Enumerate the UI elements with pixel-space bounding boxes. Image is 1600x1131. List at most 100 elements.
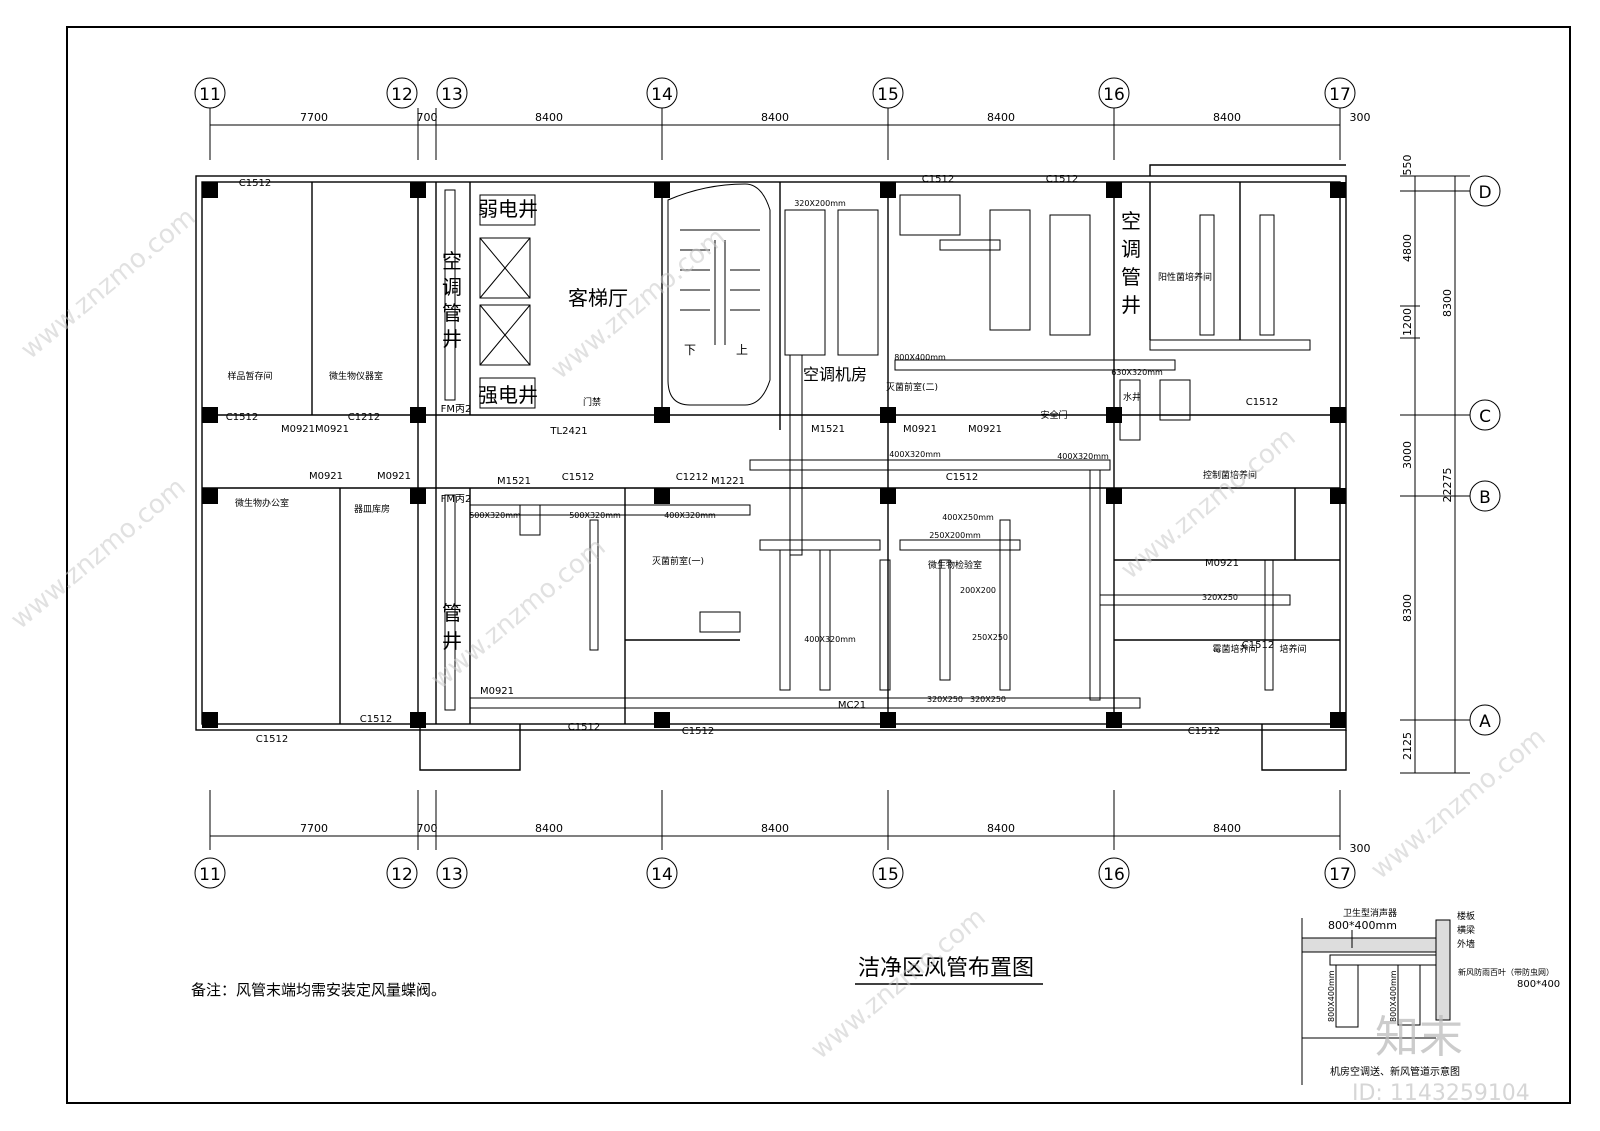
- dim-right-2125: 2125: [1401, 732, 1414, 760]
- axis-label-D: D: [1478, 183, 1491, 203]
- tag-c1512-b: C1512: [922, 174, 954, 185]
- duct-label-1: 800X400mm: [894, 353, 946, 362]
- stair-down: 下: [684, 343, 696, 357]
- tag-mc21: MC21: [838, 700, 866, 711]
- dim-right-22275: 22275: [1441, 468, 1454, 503]
- duct-label-11: 200X200: [960, 586, 996, 595]
- axis-label-17-bottom: 17: [1329, 865, 1351, 885]
- room-strong-shaft: 强电井: [478, 383, 538, 407]
- axis-label-11-top: 11: [199, 85, 221, 105]
- tag-c1512-h: C1512: [360, 714, 392, 725]
- dim-right-3000: 3000: [1401, 441, 1414, 469]
- room-mold: 霉菌培养间: [1212, 643, 1257, 655]
- tag-m1521-b: M1521: [811, 424, 845, 435]
- dim-top-2: 700: [417, 111, 438, 124]
- detail-duct-v1: 800X400mm: [1327, 970, 1336, 1022]
- axis-label-15-top: 15: [877, 85, 899, 105]
- watermarks: www.znzmo.com www.znzmo.com www.znzmo.co…: [5, 202, 1551, 1065]
- room-pipe-shaft-1: 管: [442, 601, 462, 625]
- room-lift-lobby: 客梯厅: [568, 286, 628, 310]
- tag-m1521-a: M1521: [497, 476, 531, 487]
- room-access: 门禁: [583, 396, 601, 408]
- room-ac-shaft-left-4: 井: [442, 327, 462, 351]
- duct-label-8: 320X250: [927, 695, 963, 704]
- tag-m0921-h: M0921: [1205, 558, 1239, 569]
- room-ac-shaft-right-4: 井: [1121, 293, 1141, 317]
- axis-label-13-top: 13: [441, 85, 463, 105]
- detail-silencer-size: 800*400mm: [1328, 919, 1397, 932]
- tag-c1512-c: C1512: [1046, 174, 1078, 185]
- dim-bottom-2: 700: [417, 822, 438, 835]
- tag-fm-b: FM丙2: [441, 494, 472, 505]
- axis-label-12-top: 12: [391, 85, 413, 105]
- axis-label-A: A: [1479, 712, 1491, 732]
- room-ac-shaft-left-2: 调: [442, 275, 462, 299]
- room-media: 器皿库房: [354, 503, 390, 515]
- room-sample: 样品暂存间: [227, 370, 272, 382]
- duct-label-2: 630X320mm: [1111, 368, 1163, 377]
- detail-wall: 外墙: [1457, 938, 1475, 950]
- tag-c1512-m: C1512: [1242, 640, 1274, 651]
- room-positive-lab: 阳性菌培养间: [1158, 271, 1212, 283]
- detail-duct-v2: 800X400mm: [1389, 970, 1398, 1022]
- duct-label-4: 400X320mm: [1057, 452, 1109, 461]
- axis-label-C: C: [1479, 407, 1491, 427]
- duct-label-6: 500X320mm: [469, 511, 521, 520]
- room-safety-door: 安全门: [1040, 409, 1067, 421]
- duct-label-9: 320X250: [970, 695, 1006, 704]
- duct-label-12: 400X250mm: [942, 513, 994, 522]
- elevators-and-stair: [444, 183, 771, 711]
- axis-label-B: B: [1479, 488, 1491, 508]
- dim-top-3: 8400: [535, 111, 563, 124]
- axis-label-11-bottom: 11: [199, 865, 221, 885]
- dim-right-8300b: 8300: [1441, 289, 1454, 317]
- dim-top-6: 8400: [1213, 111, 1241, 124]
- detail-louver: 新风防雨百叶（带防虫网）: [1458, 967, 1554, 977]
- room-water-well: 水井: [1123, 391, 1141, 403]
- room-weak-shaft: 弱电井: [478, 197, 538, 221]
- room-clean-2: 灭菌前室(二): [886, 381, 938, 393]
- tag-m0921-b: M0921: [315, 424, 349, 435]
- tag-m0921-f: M0921: [968, 424, 1002, 435]
- tag-m0921-g: M0921: [480, 686, 514, 697]
- structural-columns: [202, 182, 1346, 728]
- tag-m0921-d: M0921: [377, 471, 411, 482]
- tag-m0921-a: M0921: [281, 424, 315, 435]
- duct-label-10: 250X200mm: [929, 531, 981, 540]
- axis-label-16-bottom: 16: [1103, 865, 1125, 885]
- tag-c1512-e: C1512: [562, 472, 594, 483]
- tag-c1512-l: C1512: [1246, 397, 1278, 408]
- axis-label-13-bottom: 13: [441, 865, 463, 885]
- axis-bottom: [194, 790, 1356, 889]
- building-walls: [195, 164, 1347, 771]
- tag-fm-a: FM丙2: [441, 404, 472, 415]
- duct-network: [469, 194, 1311, 709]
- watermark-id: ID: 1143259104: [1352, 1081, 1530, 1106]
- dim-top-4: 8400: [761, 111, 789, 124]
- axis-label-16-top: 16: [1103, 85, 1125, 105]
- room-ac-shaft-right-3: 管: [1121, 265, 1141, 289]
- dim-bottom-1: 7700: [300, 822, 328, 835]
- dim-bottom-3: 8400: [535, 822, 563, 835]
- tag-c1512-a: C1512: [239, 178, 271, 189]
- detail-louver-size: 800*400: [1517, 979, 1560, 990]
- tag-c1212-a: C1212: [348, 412, 380, 423]
- tag-c1512-i: C1512: [568, 722, 600, 733]
- tag-m0921-c: M0921: [309, 471, 343, 482]
- duct-label-16: 400X320mm: [804, 635, 856, 644]
- axis-label-17-top: 17: [1329, 85, 1351, 105]
- drawing-note: 备注：风管末端均需安装定风量蝶阀。: [191, 981, 446, 999]
- tag-m0921-e: M0921: [903, 424, 937, 435]
- room-micro-lab: 微生物检验室: [928, 559, 982, 571]
- dim-top-5: 8400: [987, 111, 1015, 124]
- dim-right-4800: 4800: [1401, 234, 1414, 262]
- axis-label-15-bottom: 15: [877, 865, 899, 885]
- tag-c1512-g: C1512: [256, 734, 288, 745]
- duct-label-5: 400X320mm: [664, 511, 716, 520]
- watermark-brand: 知末: [1375, 1012, 1463, 1063]
- tag-c1512-f: C1512: [946, 472, 978, 483]
- tag-c1512-j: C1512: [682, 726, 714, 737]
- drawing-title: 洁净区风管布置图: [858, 956, 1034, 981]
- dim-bottom-6: 8400: [1213, 822, 1241, 835]
